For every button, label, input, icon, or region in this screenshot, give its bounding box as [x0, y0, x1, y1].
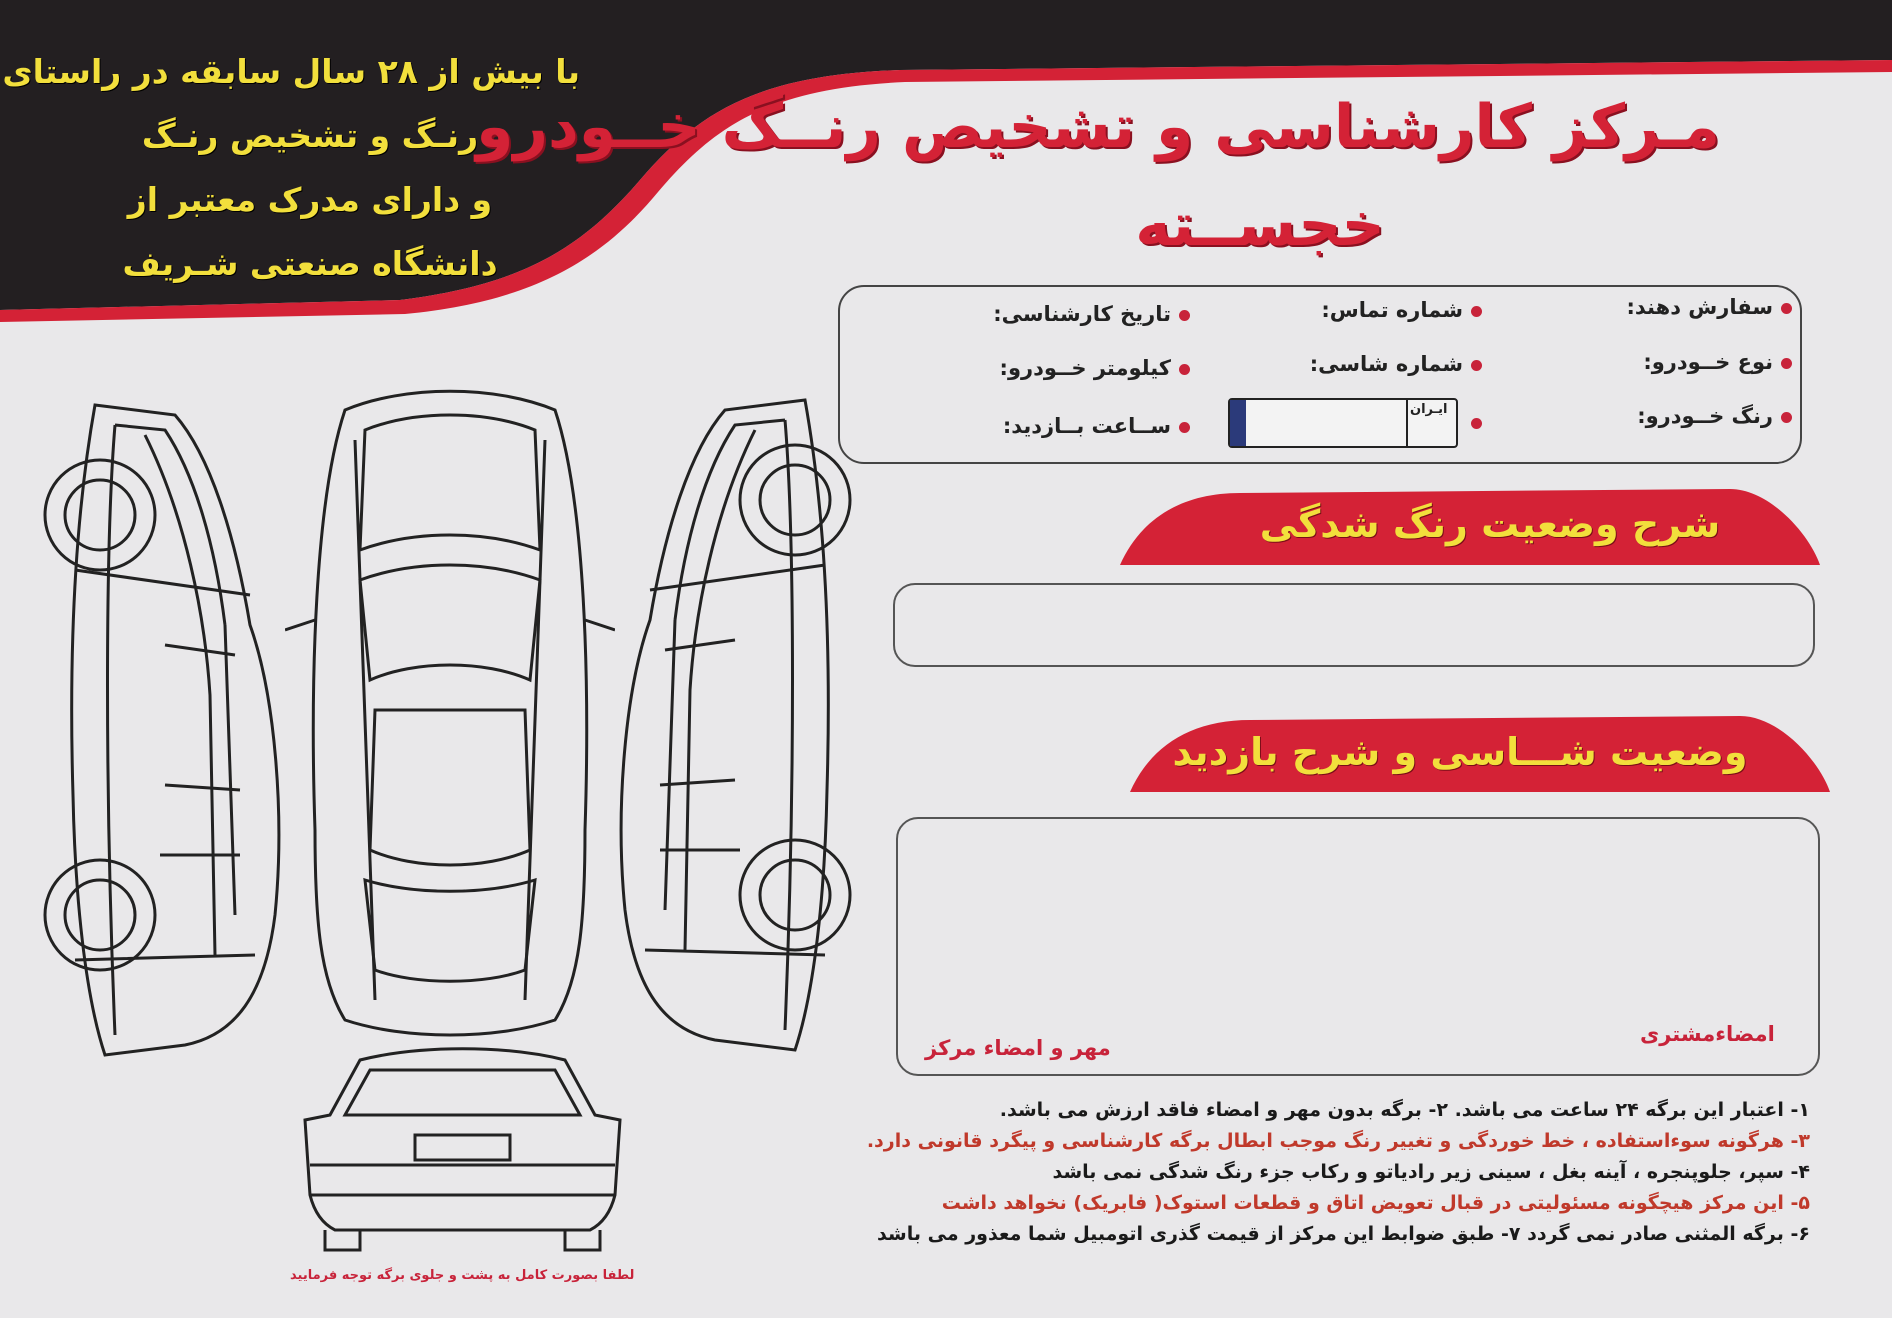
license-plate-field[interactable]: ایـران: [1228, 398, 1458, 448]
bullet-icon: [1179, 309, 1190, 321]
paint-section-ribbon: [1120, 489, 1820, 565]
paint-description-box[interactable]: [893, 583, 1815, 667]
field-km-label: کیلومتر خــودرو:: [999, 356, 1171, 380]
bullet-icon: [1781, 357, 1792, 369]
note-line-5: ۶- برگه المثنی صادر نمی گردد ۷- طبق ضواب…: [877, 1223, 1810, 1245]
plate-iran-label: ایـران: [1410, 402, 1448, 417]
slogan-line-3: و دارای مدرک معتبر از: [127, 180, 493, 219]
field-customer-label: سفارش دهند:: [1626, 295, 1773, 319]
note-line-3: ۴- سپر، جلوپنجره ، آینه بغل ، سینی زیر ر…: [1052, 1161, 1810, 1183]
terms-notes: ۱- اعتبار این برگه ۲۴ ساعت می باشد. ۲- ب…: [760, 1095, 1810, 1250]
chassis-section-title: وضعیت شـــاسی و شرح بازدید: [1172, 730, 1748, 774]
field-date[interactable]: تاریخ کارشناسی:: [993, 302, 1190, 326]
field-km[interactable]: کیلومتر خــودرو:: [1000, 356, 1190, 380]
bullet-icon: [1471, 359, 1482, 371]
customer-signature-label: امضاءمشتری: [1640, 1022, 1775, 1046]
banner-dark-shape: [0, 0, 1892, 310]
note-line-2: ۳- هرگونه سوءاستفاده ، خط خوردگی و تغییر…: [866, 1130, 1810, 1152]
paint-section-title: شرح وضعیت رنگ شدگی: [1259, 502, 1721, 546]
field-visit-time[interactable]: ســاعت بــازدید:: [1003, 414, 1190, 438]
field-car-color[interactable]: رنگ خــودرو:: [1637, 404, 1792, 428]
center-name: خجســته: [1135, 190, 1385, 260]
note-line-4: ۵- این مرکز هیچگونه مسئولیتی در قبال تعو…: [941, 1192, 1810, 1214]
header-banner: [0, 0, 1892, 322]
slogan-line-4: دانشگاه صنعتی شـریف: [122, 244, 498, 283]
field-contact[interactable]: شماره تماس:: [1321, 298, 1482, 322]
chassis-section-ribbon: [1130, 716, 1830, 792]
field-chassis[interactable]: شماره شاسی:: [1310, 352, 1482, 376]
plate-separator: [1406, 400, 1408, 446]
bullet-icon: [1179, 363, 1190, 375]
ribbon-shape: [1130, 716, 1830, 792]
field-car-color-label: رنگ خــودرو:: [1637, 404, 1773, 428]
field-car-type-label: نوع خــودرو:: [1643, 350, 1773, 374]
slogan-line-1: با بیش از ۲۸ سال سابقه در راستای: [2, 52, 580, 91]
field-contact-label: شماره تماس:: [1321, 298, 1463, 322]
plate-bullet: [1463, 410, 1482, 434]
slogan-line-2: رنـگ و تشخیص رنـگ: [141, 116, 479, 155]
car-rear-view-diagram[interactable]: [300, 1045, 625, 1260]
field-customer[interactable]: سفارش دهند:: [1627, 295, 1792, 319]
field-date-label: تاریخ کارشناسی:: [993, 302, 1171, 326]
field-visit-time-label: ســاعت بــازدید:: [1002, 414, 1171, 438]
car-right-side-diagram[interactable]: [615, 390, 865, 1055]
footer-notice: لطفا بصورت کامل به پشت و جلوی برگه توجه …: [290, 1268, 635, 1283]
bullet-icon: [1781, 411, 1792, 423]
field-chassis-label: شماره شاسی:: [1309, 352, 1463, 376]
center-signature-label: مهر و امضاء مرکز: [925, 1036, 1111, 1060]
center-title: مـرکز کارشناسی و تشخیص رنــگ خــودرو: [476, 92, 1720, 162]
car-left-side-diagram[interactable]: [35, 395, 285, 1065]
field-car-type[interactable]: نوع خــودرو:: [1643, 350, 1792, 374]
plate-flag-strip: [1230, 400, 1246, 446]
bullet-icon: [1471, 305, 1482, 317]
ribbon-shape: [1120, 489, 1820, 565]
info-fields-box: [838, 285, 1802, 464]
bullet-icon: [1179, 421, 1190, 433]
bullet-icon: [1781, 302, 1792, 314]
slogan: با بیش از ۲۸ سال سابقه در راستای رنـگ و …: [2, 40, 580, 296]
note-line-1: ۱- اعتبار این برگه ۲۴ ساعت می باشد. ۲- ب…: [999, 1099, 1810, 1121]
chassis-description-box[interactable]: [896, 817, 1820, 1076]
bullet-icon: [1471, 417, 1482, 429]
car-top-view-diagram[interactable]: [285, 380, 615, 1040]
